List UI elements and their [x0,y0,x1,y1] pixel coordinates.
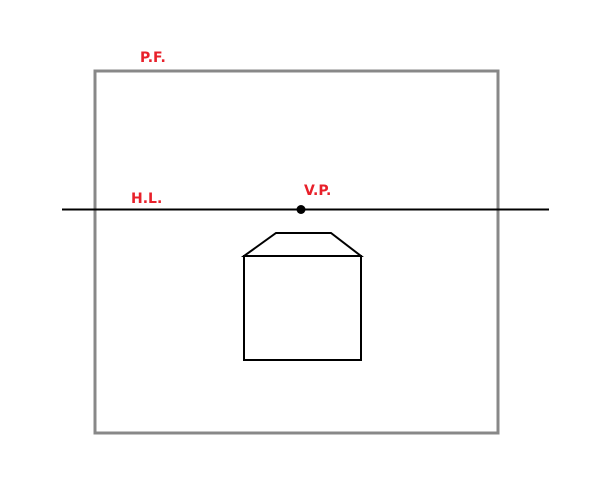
vanishing-point [296,205,306,214]
box-top-face [240,232,364,257]
box-front-face [243,255,362,361]
picture-frame-label: P.F. [140,50,166,66]
vanishing-point-label: V.P. [304,183,331,199]
horizon-line-label: H.L. [131,191,162,207]
picture-frame [93,69,500,435]
